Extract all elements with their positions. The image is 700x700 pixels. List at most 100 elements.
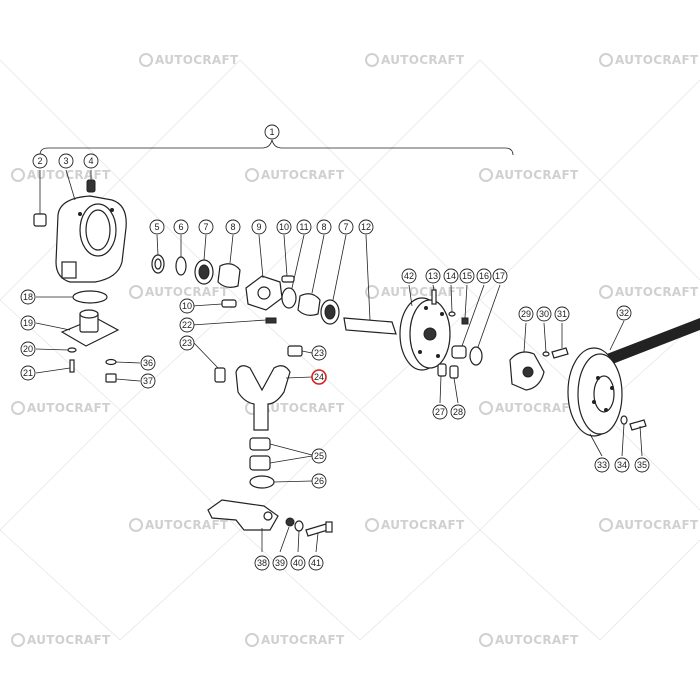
part-32-pulley-and-belt [567, 318, 700, 437]
watermark-logo: AUTOCRAFT [11, 401, 111, 415]
callout-23: 23 [179, 335, 195, 351]
part-35-bolt [629, 419, 647, 457]
part-25-needle-bearings [249, 437, 313, 471]
callout-29: 29 [518, 306, 534, 322]
svg-text:AUTOCRAFT: AUTOCRAFT [261, 168, 345, 182]
callout-8: 8 [316, 219, 332, 235]
part-28-pin [449, 365, 459, 404]
watermark-logo: AUTOCRAFT [479, 633, 579, 647]
part-37-bolt [105, 373, 141, 383]
part-27-pin [437, 363, 447, 404]
callouts: 1 2 3 4 5 6 7 8 9 10 11 8 7 12 10 22 23 … [20, 124, 650, 571]
part-5-bearing [151, 234, 165, 274]
callout-26: 26 [311, 473, 327, 489]
svg-text:AUTOCRAFT: AUTOCRAFT [27, 168, 111, 182]
callout-37: 37 [140, 373, 156, 389]
svg-text:21: 21 [23, 368, 33, 378]
watermark-logo: AUTOCRAFT [599, 53, 699, 67]
svg-text:29: 29 [521, 309, 531, 319]
callout-13: 13 [425, 268, 441, 284]
svg-text:20: 20 [23, 344, 33, 354]
svg-text:23: 23 [314, 348, 324, 358]
callout-28: 28 [450, 404, 466, 420]
svg-text:AUTOCRAFT: AUTOCRAFT [145, 285, 229, 299]
callout-23: 23 [311, 345, 327, 361]
part-6-ring [175, 235, 187, 276]
svg-text:AUTOCRAFT: AUTOCRAFT [615, 285, 699, 299]
callout-12: 12 [358, 219, 374, 235]
svg-text:AUTOCRAFT: AUTOCRAFT [495, 633, 579, 647]
svg-text:33: 33 [597, 460, 607, 470]
callout-32: 32 [616, 305, 632, 321]
callout-38: 38 [254, 555, 270, 571]
callout-41: 41 [308, 555, 324, 571]
part-22-grease-nipple [191, 317, 277, 326]
svg-text:18: 18 [23, 292, 33, 302]
svg-text:9: 9 [256, 222, 261, 232]
callout-33: 33 [594, 457, 610, 473]
part-34-washer [620, 415, 628, 457]
watermark-logo: AUTOCRAFT [129, 518, 229, 532]
svg-text:AUTOCRAFT: AUTOCRAFT [381, 518, 465, 532]
part-10-pin-top [281, 234, 295, 283]
part-16-bushing [451, 284, 485, 359]
callout-27: 27 [432, 404, 448, 420]
callout-5: 5 [149, 219, 165, 235]
part-19-flange [35, 309, 120, 347]
watermark-logo: AUTOCRAFT [11, 633, 111, 647]
callout-18: 18 [20, 289, 36, 305]
svg-text:3: 3 [63, 156, 68, 166]
svg-text:AUTOCRAFT: AUTOCRAFT [27, 633, 111, 647]
svg-text:41: 41 [311, 558, 321, 568]
svg-text:AUTOCRAFT: AUTOCRAFT [261, 633, 345, 647]
callout-21: 21 [20, 365, 36, 381]
part-26-seal [249, 475, 313, 489]
svg-text:16: 16 [479, 271, 489, 281]
watermark-logo: AUTOCRAFT [479, 401, 579, 415]
part-4-breather [86, 170, 96, 193]
svg-text:28: 28 [453, 407, 463, 417]
svg-text:5: 5 [154, 222, 159, 232]
svg-text:10: 10 [182, 301, 192, 311]
part-7-bearing-right [320, 234, 347, 325]
svg-text:40: 40 [293, 558, 303, 568]
callout-24-highlighted: 24 [311, 369, 327, 385]
svg-text:27: 27 [435, 407, 445, 417]
watermark-logo: AUTOCRAFT [365, 53, 465, 67]
svg-text:35: 35 [637, 460, 647, 470]
svg-text:34: 34 [617, 460, 627, 470]
svg-text:AUTOCRAFT: AUTOCRAFT [145, 518, 229, 532]
svg-text:15: 15 [462, 271, 472, 281]
svg-text:6: 6 [178, 222, 183, 232]
callout-31: 31 [554, 306, 570, 322]
watermark-logo: AUTOCRAFT [479, 168, 579, 182]
svg-text:23: 23 [182, 338, 192, 348]
part-24-yoke [235, 365, 313, 431]
part-41-bolt [305, 521, 333, 553]
callout-22: 22 [179, 317, 195, 333]
svg-text:8: 8 [230, 222, 235, 232]
svg-text:7: 7 [203, 222, 208, 232]
callout-42: 42 [401, 268, 417, 284]
part-33-pulley-rim [589, 433, 603, 457]
part-3-gearbox-housing [55, 169, 127, 283]
callout-3: 3 [58, 153, 74, 169]
watermark-logo: AUTOCRAFT [245, 633, 345, 647]
watermark-logo: AUTOCRAFT [139, 53, 239, 67]
part-31-bolt [551, 323, 569, 359]
part-18-o-ring [36, 290, 108, 304]
callout-40: 40 [290, 555, 306, 571]
callout-7: 7 [198, 219, 214, 235]
callout-4: 4 [83, 153, 99, 169]
callout-14: 14 [443, 268, 459, 284]
part-11-seal [281, 234, 305, 309]
svg-text:AUTOCRAFT: AUTOCRAFT [381, 285, 465, 299]
svg-text:37: 37 [143, 376, 153, 386]
assembly-bracket [39, 139, 514, 156]
svg-text:AUTOCRAFT: AUTOCRAFT [495, 401, 579, 415]
svg-text:36: 36 [143, 358, 153, 368]
callout-17: 17 [492, 268, 508, 284]
svg-text:32: 32 [619, 308, 629, 318]
callout-20: 20 [20, 341, 36, 357]
